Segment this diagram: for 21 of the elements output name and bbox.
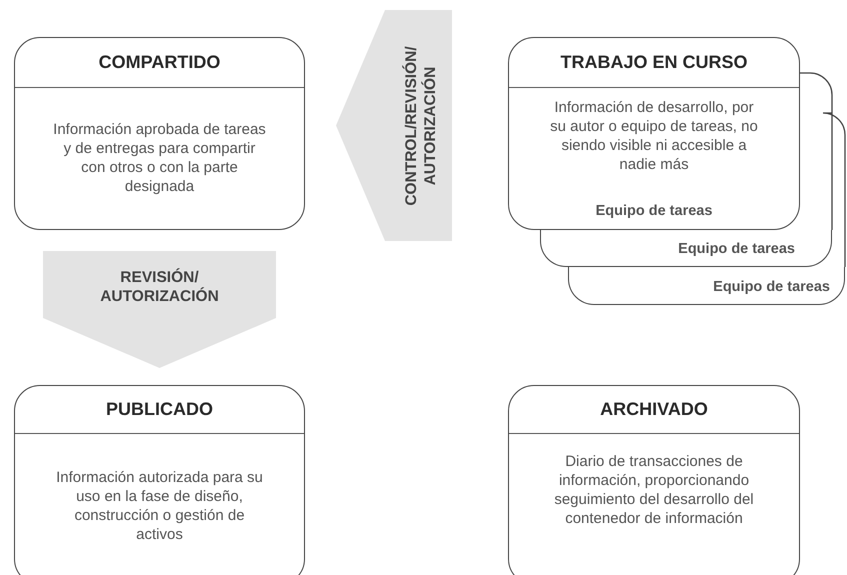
state-card [14, 385, 305, 575]
state-card [508, 385, 800, 575]
edge-label: CONTROL/REVISIÓN/ AUTORIZACIÓN [402, 46, 440, 206]
block-arrow [336, 10, 452, 241]
edge-label: REVISIÓN/ AUTORIZACIÓN [99, 268, 220, 306]
stacked-card [540, 230, 832, 267]
team-label: Equipo de tareas [713, 279, 830, 295]
card-description: Información autorizada para su uso en la fase de diseño, construcción o gestión de activos [55, 468, 264, 544]
card-description: Información de desarrollo, por su autor o equipo de tareas, no siendo visible ni accesible a nadie más [549, 98, 759, 174]
card-description: Diario de transacciones de información, proporcionando seguimiento del desarrollo del contenedor de información [553, 452, 755, 528]
team-label: Equipo de tareas [678, 241, 795, 257]
state-card [508, 37, 800, 230]
card-title: COMPARTIDO [15, 38, 304, 88]
team-label: Equipo de tareas [596, 203, 712, 219]
stacked-card [568, 267, 845, 305]
card-description: Información aprobada de tareas y de entregas para compartir con otros o con la parte designada [52, 120, 267, 196]
state-card [14, 37, 305, 230]
card-title: PUBLICADO [15, 386, 304, 434]
card-title: TRABAJO EN CURSO [509, 38, 799, 88]
card-title: ARCHIVADO [509, 386, 799, 434]
block-arrow [43, 251, 276, 368]
